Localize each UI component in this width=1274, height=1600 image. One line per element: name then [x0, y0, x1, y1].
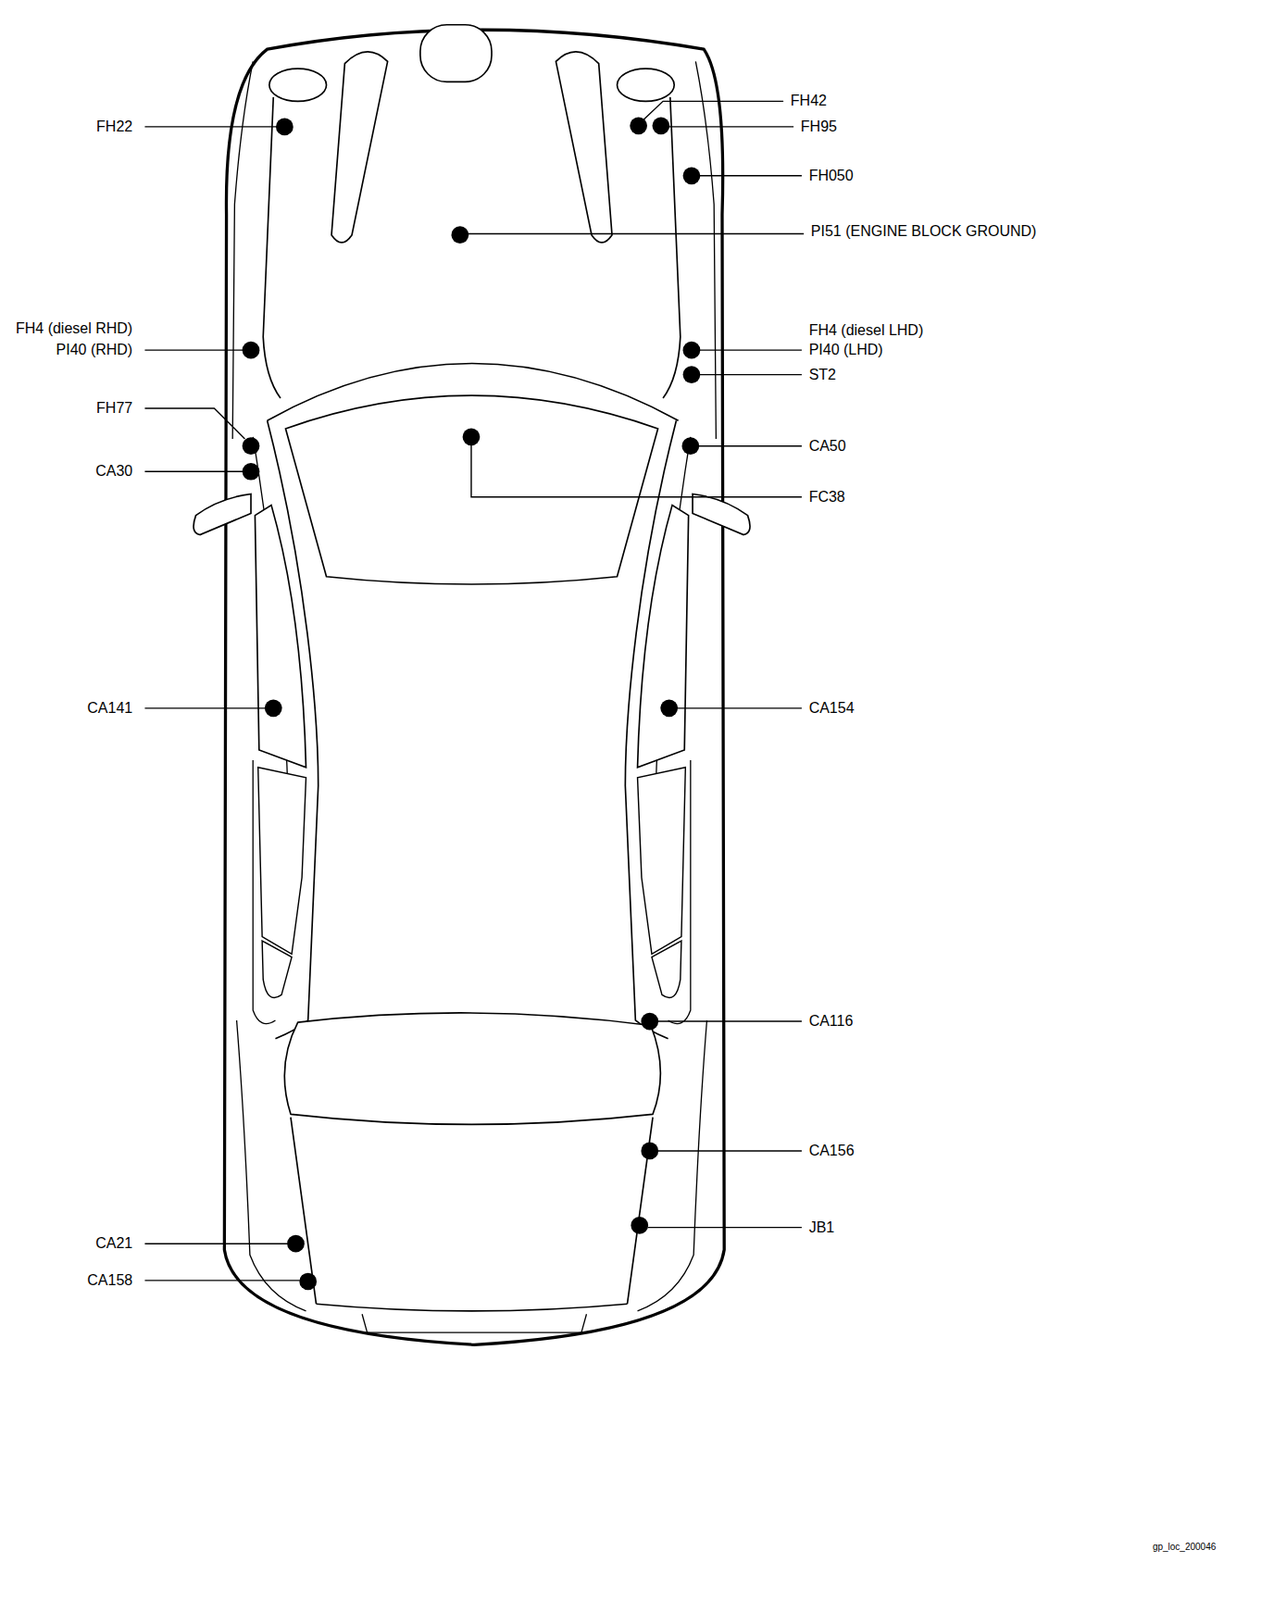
ground-point-label: CA156	[809, 1142, 855, 1160]
ground-point-label: CA21	[95, 1235, 133, 1252]
ground-point-label: ST2	[809, 366, 837, 384]
ground-point-label: CA141	[87, 699, 133, 717]
ground-point-label: PI40 (RHD)	[56, 341, 134, 359]
ground-point-label: CA158	[87, 1272, 133, 1289]
ground-point-label: CA30	[95, 462, 133, 480]
ground-point-label: FH050	[809, 167, 854, 185]
ground-point-label: CA116	[809, 1012, 854, 1030]
ground-point-label: FH22	[96, 118, 133, 136]
ground-point-label: FC38	[809, 488, 846, 506]
ground-point-label: FH4 (diesel LHD)	[809, 322, 925, 339]
ground-point-label: FH95	[800, 118, 837, 136]
ground-point-label: FH42	[790, 92, 827, 110]
figure-code: gp_loc_200046	[1152, 1541, 1216, 1552]
ground-point-label: FH4 (diesel RHD)	[15, 320, 133, 338]
ground-point-label: CA154	[809, 699, 855, 717]
ground-point-label: PI51 (ENGINE BLOCK GROUND)	[811, 223, 1037, 240]
ground-point-label: PI40 (LHD)	[809, 341, 884, 359]
ground-point-label: FH77	[96, 399, 133, 417]
ground-point-label: CA50	[809, 437, 847, 455]
ground-point-label: JB1	[809, 1219, 836, 1237]
